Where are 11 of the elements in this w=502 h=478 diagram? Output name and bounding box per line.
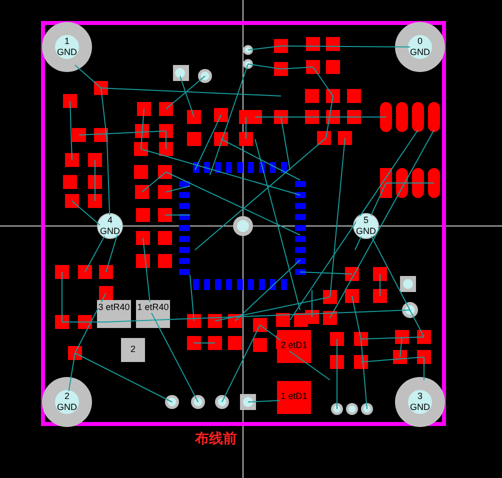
pad-label: 1 etR40 bbox=[137, 302, 169, 313]
hole-label: 0 GND bbox=[410, 36, 430, 58]
hole-label: 4 GND bbox=[100, 215, 120, 237]
caption: 布线前 bbox=[194, 430, 238, 448]
pad-label: 1 etD1 bbox=[280, 391, 308, 402]
hole-label: 5 GND bbox=[356, 215, 376, 237]
pad-label: 2 etD1 bbox=[280, 340, 308, 351]
hole-label: 2 GND bbox=[57, 391, 77, 413]
hole-label: 1 GND bbox=[57, 36, 77, 58]
hole-label: 3 GND bbox=[410, 391, 430, 413]
pad-label: 3 etR40 bbox=[98, 302, 130, 313]
